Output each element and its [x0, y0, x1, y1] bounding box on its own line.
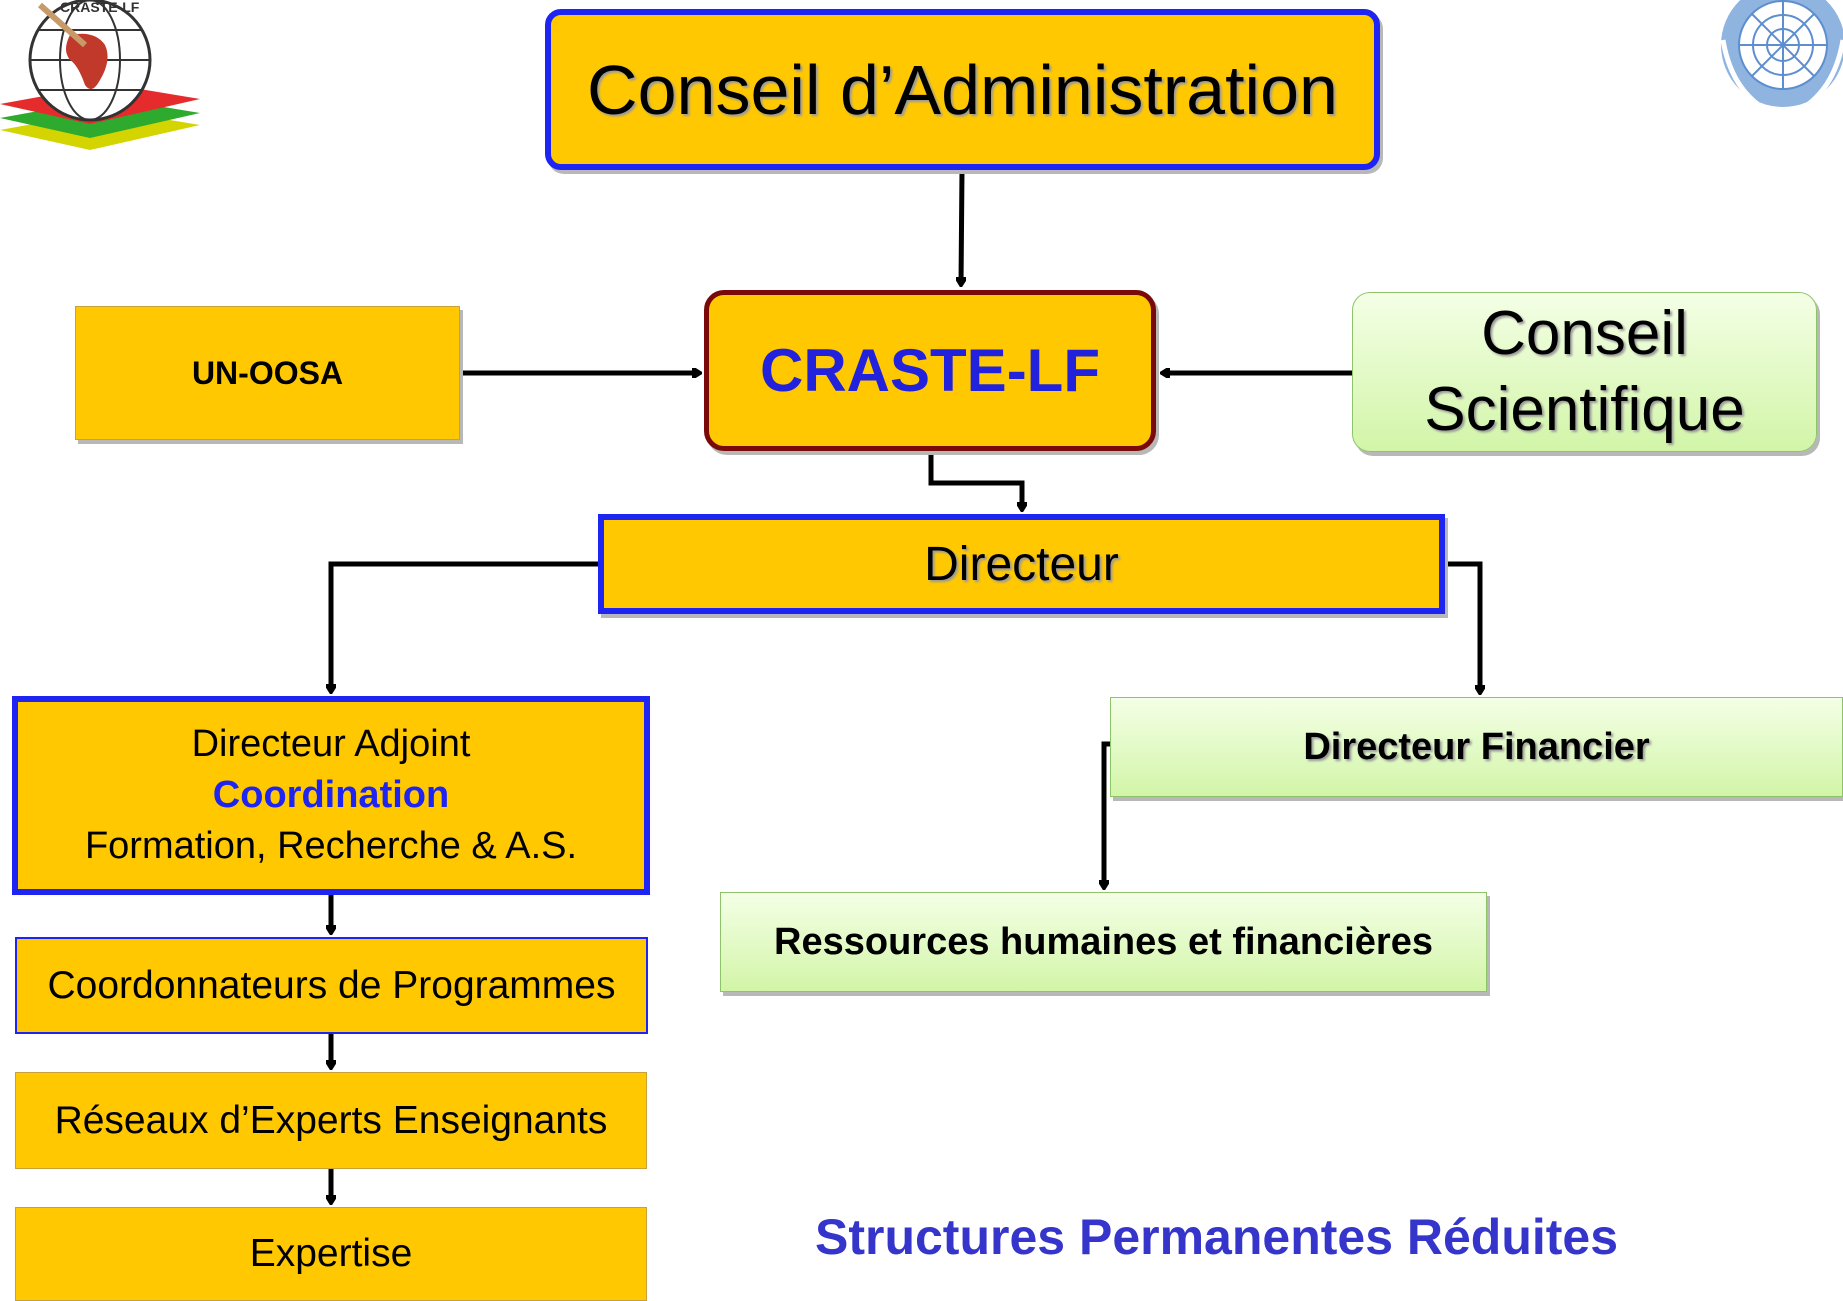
deputy-director-line2: Coordination — [212, 773, 450, 816]
finance-director-label: Directeur Financier — [1303, 725, 1650, 768]
arrow-finance-to-resources — [1104, 741, 1110, 888]
board-label: Conseil d’Administration — [587, 50, 1338, 129]
expert-networks-box: Réseaux d’Experts Enseignants — [15, 1072, 647, 1169]
craste-label: CRASTE-LF — [760, 337, 1100, 404]
finance-director-box: Directeur Financier — [1110, 697, 1843, 797]
scientific-council-line1: Conseil — [1481, 298, 1688, 368]
craste-box: CRASTE-LF — [704, 290, 1156, 451]
arrow-craste-to-director — [928, 451, 1022, 510]
arrow-director-to-finance — [1445, 561, 1480, 693]
scientific-council-line2: Scientifique — [1424, 375, 1745, 444]
expertise-box: Expertise — [15, 1207, 647, 1301]
craste-globe-logo: CRASTE-LF — [0, 0, 200, 150]
unoosa-label: UN-OOSA — [191, 354, 344, 391]
deputy-director-line3: Formation, Recherche & A.S. — [84, 825, 578, 868]
expertise-label: Expertise — [249, 1232, 413, 1275]
scientific-council-box: Conseil Scientifique — [1352, 292, 1817, 452]
unoosa-box: UN-OOSA — [75, 306, 460, 440]
caption-text: Structures Permanentes Réduites — [815, 1209, 1619, 1265]
arrow-director-to-deputy — [331, 561, 598, 692]
deputy-director-line1: Directeur Adjoint — [191, 722, 471, 765]
director-box: Directeur — [598, 514, 1445, 614]
program-coordinators-box: Coordonnateurs de Programmes — [15, 937, 648, 1034]
resources-box: Ressources humaines et financières — [720, 892, 1487, 992]
craste-logo-text: CRASTE-LF — [60, 0, 140, 15]
arrow-board-to-craste — [961, 169, 962, 285]
resources-label: Ressources humaines et financières — [774, 920, 1433, 963]
director-label: Directeur — [924, 537, 1119, 591]
board-box: Conseil d’Administration — [545, 9, 1380, 170]
deputy-director-box: Directeur Adjoint Coordination Formation… — [12, 696, 650, 895]
un-emblem-logo — [1720, 0, 1843, 121]
expert-networks-label: Réseaux d’Experts Enseignants — [54, 1098, 608, 1142]
program-coordinators-label: Coordonnateurs de Programmes — [47, 963, 616, 1007]
